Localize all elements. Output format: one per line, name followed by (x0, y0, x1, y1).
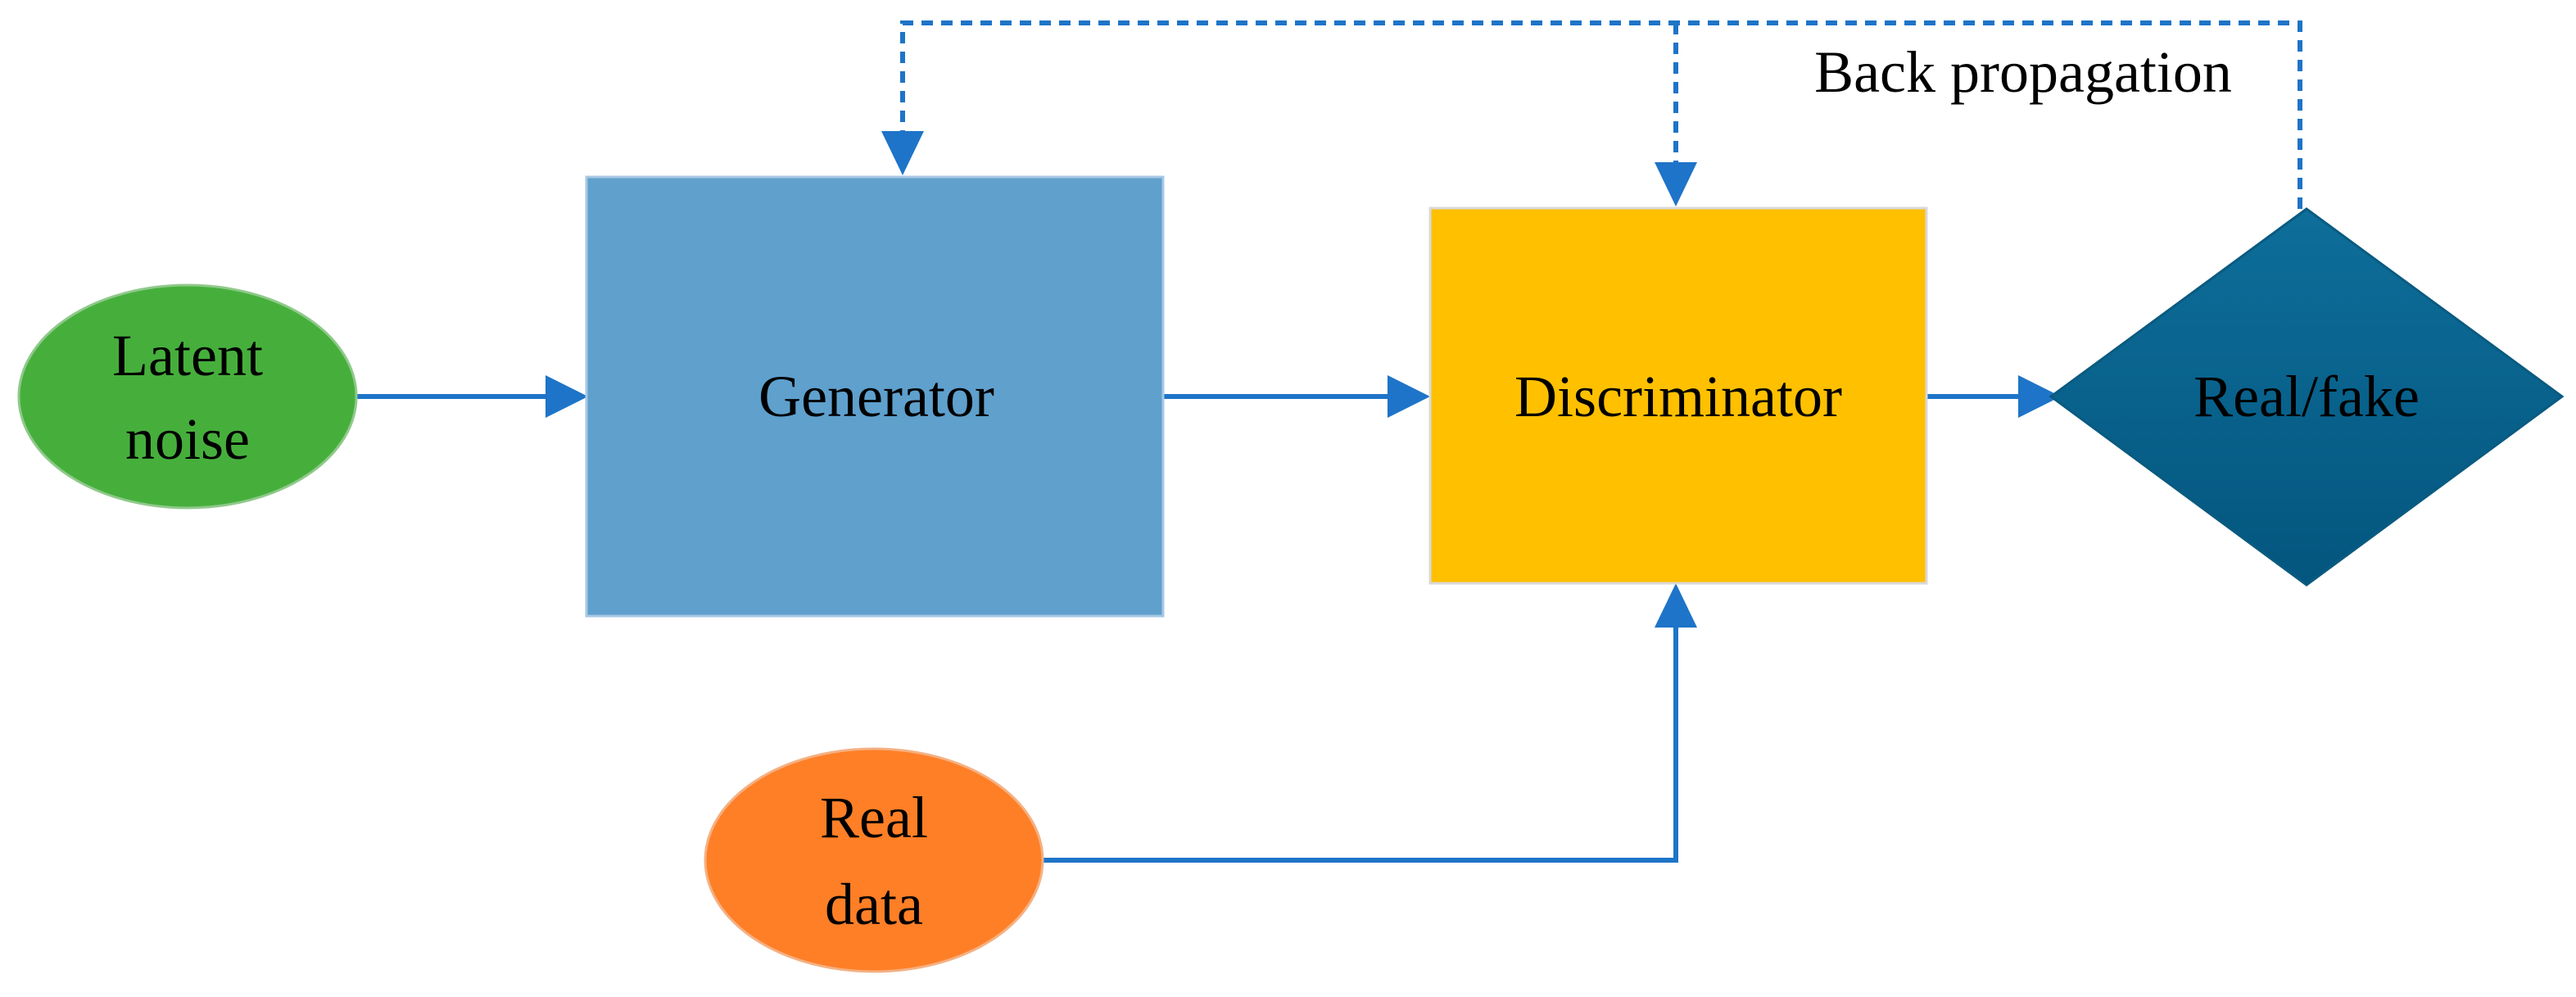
arrowhead-realdata-up (1655, 583, 1697, 628)
real-data-label-line2: data (825, 872, 923, 937)
arrowheads (546, 131, 2061, 628)
arrowhead-into-generator (546, 375, 588, 418)
latent-noise-label-line2: noise (125, 406, 250, 472)
solid-edges (354, 394, 2023, 863)
node-real-data: Real data (704, 747, 1044, 973)
real-data-ellipse (704, 747, 1044, 973)
arrowhead-into-realfake (2018, 375, 2061, 418)
latent-noise-ellipse (17, 283, 358, 510)
latent-noise-label-line1: Latent (112, 323, 263, 388)
arrowhead-backprop-discriminator (1655, 162, 1697, 206)
node-real-fake: Real/fake (2049, 207, 2565, 587)
real-fake-diamond (2049, 207, 2565, 587)
discriminator-label: Discriminator (1514, 364, 1842, 429)
arrowhead-into-discriminator (1388, 375, 1430, 418)
generator-label: Generator (758, 364, 994, 429)
discriminator-box (1428, 206, 1928, 585)
back-propagation-label: Back propagation (1814, 39, 2232, 105)
generator-box (585, 175, 1165, 618)
arrowhead-backprop-generator (881, 131, 924, 175)
real-fake-label: Real/fake (2193, 364, 2420, 429)
node-latent-noise: Latent noise (17, 283, 358, 510)
edge-backprop-main (900, 20, 2302, 209)
node-discriminator: Discriminator (1428, 206, 1928, 585)
real-data-label-line1: Real (820, 785, 928, 850)
node-generator: Generator (585, 175, 1165, 618)
back-propagation-edges (900, 20, 2302, 209)
edge-realdata-to-discriminator (1040, 624, 1678, 863)
